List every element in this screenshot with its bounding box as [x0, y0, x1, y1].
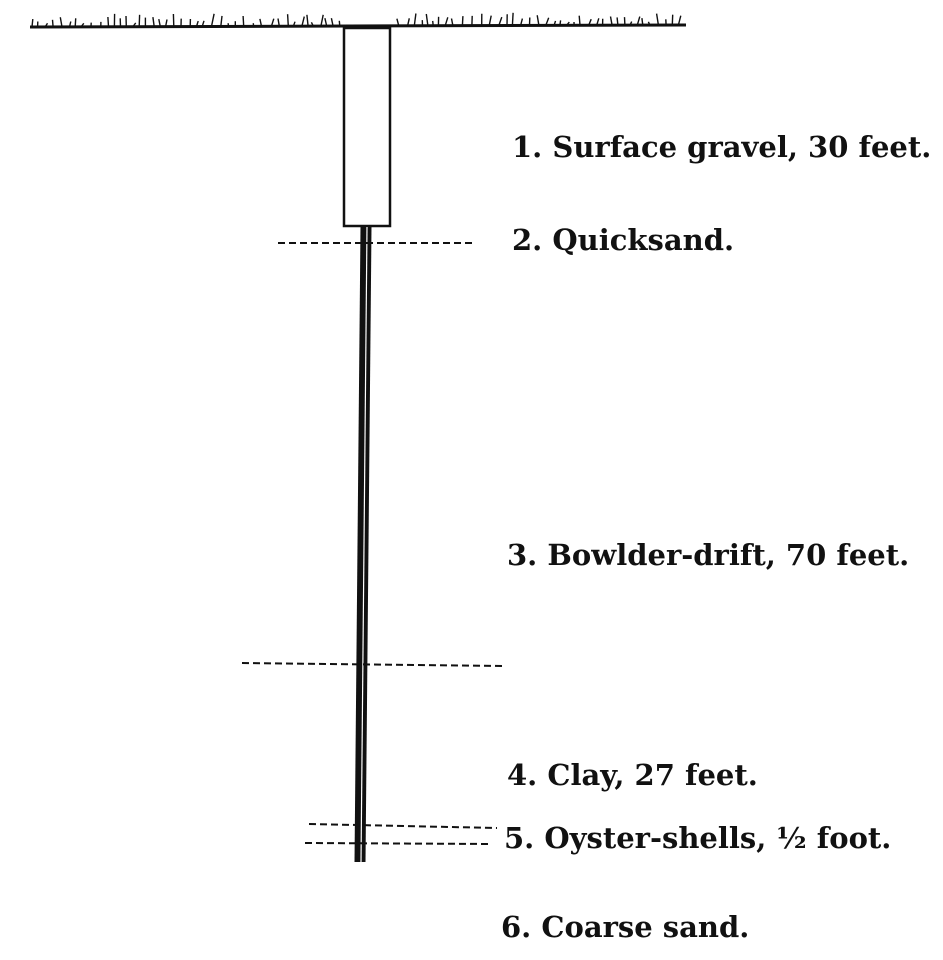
boundary-bowlder-drift-clay — [241, 662, 503, 667]
stratum-text: Oyster-shells, ½ foot. — [544, 821, 891, 855]
stratum-number: 1. — [512, 130, 542, 164]
stratum-label-4: 4. Clay, 27 feet. — [507, 758, 758, 792]
stratum-text: Surface gravel, 30 feet. — [552, 130, 931, 164]
grass-tufts — [31, 12, 682, 28]
stratum-label-2: 2. Quicksand. — [512, 223, 734, 257]
stratum-text: Clay, 27 feet. — [547, 758, 757, 792]
stratum-label-6: 6. Coarse sand. — [501, 910, 749, 944]
stratum-number: 2. — [512, 223, 542, 257]
stratum-label-3: 3. Bowlder-drift, 70 feet. — [507, 538, 909, 572]
ground-surface — [29, 12, 687, 29]
stratum-number: 3. — [507, 538, 537, 572]
well-casing-upper — [342, 26, 392, 228]
stratum-text: Bowlder-drift, 70 feet. — [547, 538, 909, 572]
well-pipe — [354, 226, 372, 863]
boundary-oyster-shells-coarse-sand — [304, 842, 493, 845]
stratum-number: 4. — [507, 758, 537, 792]
stratum-label-1: 1. Surface gravel, 30 feet. — [512, 130, 931, 164]
stratum-label-5: 5. Oyster-shells, ½ foot. — [504, 821, 891, 855]
boundary-clay-oyster-shells — [308, 823, 498, 829]
stratum-number: 6. — [501, 910, 531, 944]
stratum-text: Coarse sand. — [541, 910, 749, 944]
stratum-number: 5. — [504, 821, 534, 855]
stratum-text: Quicksand. — [552, 223, 734, 257]
